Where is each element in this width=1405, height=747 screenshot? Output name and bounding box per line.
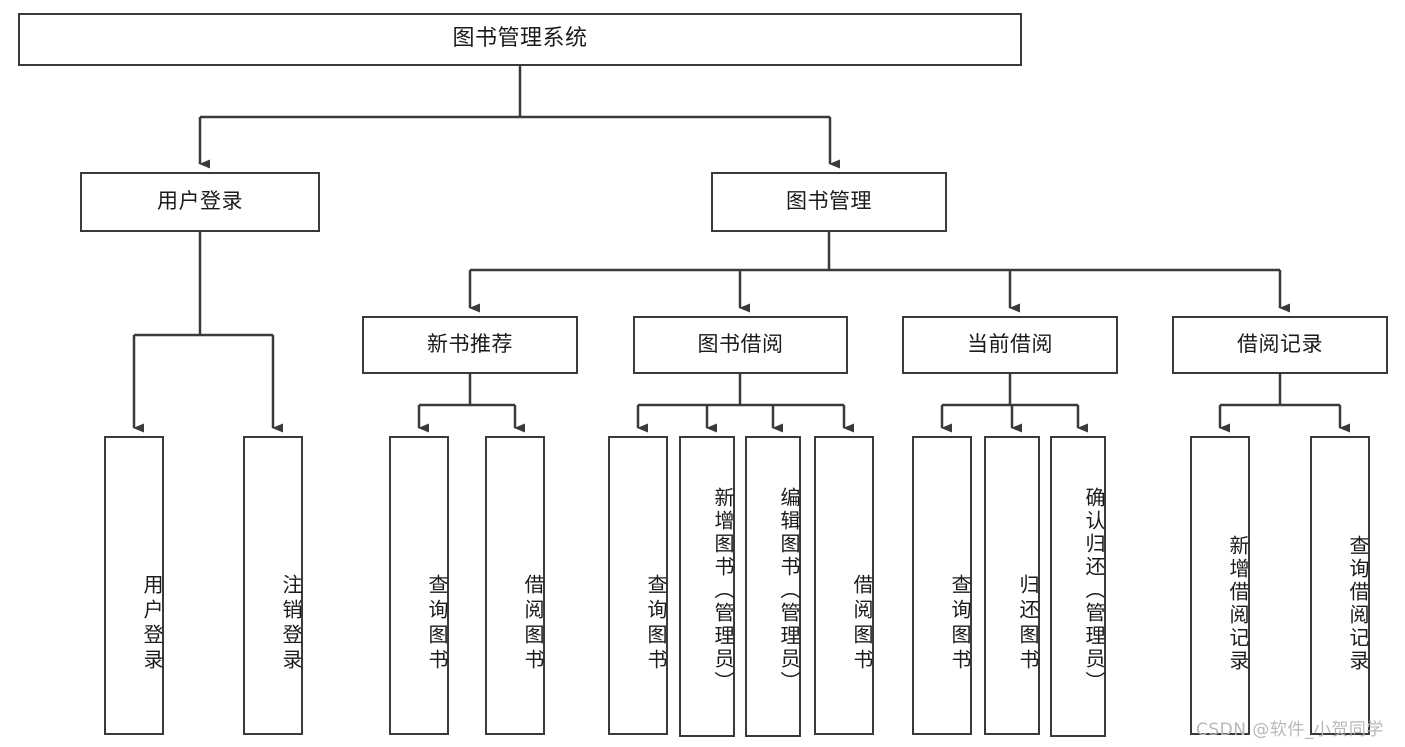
node-book-manage[interactable]: 图书管理 bbox=[711, 172, 947, 232]
node-book-borrow[interactable]: 图书借阅 bbox=[633, 316, 848, 374]
node-book-borrow-label: 图书借阅 bbox=[697, 332, 784, 357]
node-user-login-leaf-label: 用户登录 bbox=[140, 573, 164, 674]
node-new-book-recommend-label: 新书推荐 bbox=[427, 332, 513, 357]
node-borrow-book-rec[interactable]: 借阅图书 bbox=[485, 436, 545, 735]
node-borrow-book-borrow-label: 借阅图书 bbox=[850, 573, 874, 674]
node-logout-leaf-label: 注销登录 bbox=[279, 573, 303, 674]
node-return-book-label: 归还图书 bbox=[1016, 573, 1040, 674]
node-query-book-current-label: 查询图书 bbox=[948, 573, 972, 674]
node-current-borrow[interactable]: 当前借阅 bbox=[902, 316, 1118, 374]
node-borrow-record-label: 借阅记录 bbox=[1237, 332, 1323, 357]
node-add-borrow-record[interactable]: 新增借阅记录 bbox=[1190, 436, 1250, 735]
node-return-book[interactable]: 归还图书 bbox=[984, 436, 1040, 735]
node-borrow-book-rec-label: 借阅图书 bbox=[521, 573, 545, 674]
node-book-manage-label: 图书管理 bbox=[786, 189, 872, 214]
node-borrow-book-borrow[interactable]: 借阅图书 bbox=[814, 436, 874, 735]
node-user-login-label: 用户登录 bbox=[157, 189, 243, 214]
node-user-login[interactable]: 用户登录 bbox=[80, 172, 320, 232]
node-edit-book-admin-label: 编辑图书（管理员） bbox=[777, 487, 801, 694]
node-logout-leaf[interactable]: 注销登录 bbox=[243, 436, 303, 735]
node-root[interactable]: 图书管理系统 bbox=[18, 13, 1022, 66]
node-query-book-borrow[interactable]: 查询图书 bbox=[608, 436, 668, 735]
node-add-book-admin-label: 新增图书（管理员） bbox=[711, 487, 735, 694]
node-edit-book-admin[interactable]: 编辑图书（管理员） bbox=[745, 436, 801, 737]
node-confirm-return-admin-label: 确认归还（管理员） bbox=[1082, 487, 1106, 694]
node-query-book-rec[interactable]: 查询图书 bbox=[389, 436, 449, 735]
node-new-book-recommend[interactable]: 新书推荐 bbox=[362, 316, 578, 374]
watermark: CSDN @软件_小贺同学 bbox=[1196, 720, 1384, 740]
node-add-borrow-record-label: 新增借阅记录 bbox=[1226, 534, 1250, 673]
node-query-borrow-record[interactable]: 查询借阅记录 bbox=[1310, 436, 1370, 735]
node-query-borrow-record-label: 查询借阅记录 bbox=[1346, 534, 1370, 673]
node-query-book-rec-label: 查询图书 bbox=[425, 573, 449, 674]
node-query-book-borrow-label: 查询图书 bbox=[644, 573, 668, 674]
node-add-book-admin[interactable]: 新增图书（管理员） bbox=[679, 436, 735, 737]
node-user-login-leaf[interactable]: 用户登录 bbox=[104, 436, 164, 735]
node-current-borrow-label: 当前借阅 bbox=[967, 332, 1053, 357]
node-confirm-return-admin[interactable]: 确认归还（管理员） bbox=[1050, 436, 1106, 737]
node-root-label: 图书管理系统 bbox=[452, 26, 588, 52]
node-borrow-record[interactable]: 借阅记录 bbox=[1172, 316, 1388, 374]
node-query-book-current[interactable]: 查询图书 bbox=[912, 436, 972, 735]
